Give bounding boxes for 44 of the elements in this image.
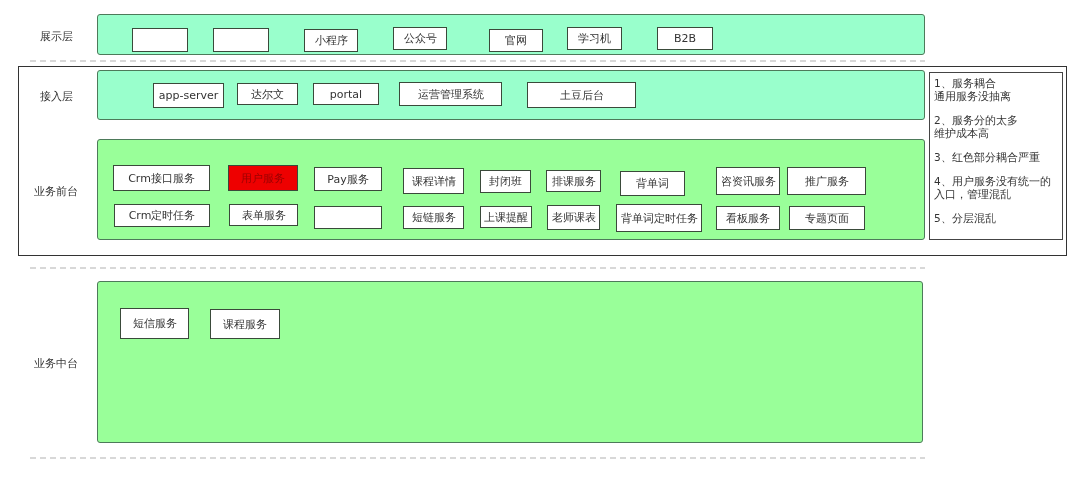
service-box: Crm定时任务 <box>114 204 210 227</box>
service-box: 课程详情 <box>403 168 464 194</box>
note-text: 3、红色部分耦合严重 <box>934 151 1041 164</box>
service-box: 达尔文 <box>237 83 298 105</box>
service-box: 短链服务 <box>403 206 464 229</box>
service-box: 用户服务 <box>228 165 298 191</box>
note-text: 通用服务没抽离 <box>934 90 1012 103</box>
empty-box <box>314 206 382 229</box>
note-text: 5、分层混乱 <box>934 212 997 225</box>
layer-label: 业务中台 <box>33 356 79 371</box>
service-box: 学习机 <box>567 27 622 50</box>
layer-label: 接入层 <box>38 89 74 104</box>
service-box: portal <box>313 83 379 105</box>
service-box: app-server <box>153 83 224 108</box>
note-box <box>929 72 1063 240</box>
service-box: 课程服务 <box>210 309 280 339</box>
service-box: 老师课表 <box>547 205 600 230</box>
service-box: Crm接口服务 <box>113 165 210 191</box>
service-box: 背单词 <box>620 171 685 196</box>
service-box: 封闭班 <box>480 170 531 193</box>
service-box: 专题页面 <box>789 206 865 230</box>
service-box: 短信服务 <box>120 308 189 339</box>
service-box: 运营管理系统 <box>399 82 502 106</box>
service-box: 表单服务 <box>229 204 298 226</box>
service-box: 看板服务 <box>716 206 780 230</box>
service-box: 排课服务 <box>546 170 601 192</box>
service-box: 官网 <box>489 29 543 52</box>
empty-box <box>213 28 269 52</box>
service-box: 小程序 <box>304 29 358 52</box>
service-box: Pay服务 <box>314 167 382 191</box>
note-text: 4、用户服务没有统一的入口，管理混乱 <box>934 175 1052 201</box>
service-box: 背单词定时任务 <box>616 204 702 232</box>
note-text: 1、服务耦合 <box>934 77 997 90</box>
note-text: 维护成本高 <box>934 127 990 140</box>
service-box: 土豆后台 <box>527 82 636 108</box>
service-box: 咨资讯服务 <box>716 167 780 195</box>
service-box: 推广服务 <box>787 167 866 195</box>
note-text: 2、服务分的太多 <box>934 114 1019 127</box>
layer-label: 业务前台 <box>33 183 79 199</box>
layer-label: 展示层 <box>38 28 74 44</box>
service-box: 公众号 <box>393 27 447 50</box>
empty-box <box>132 28 188 52</box>
service-box: 上课提醒 <box>480 206 532 228</box>
service-box: B2B <box>657 27 713 50</box>
